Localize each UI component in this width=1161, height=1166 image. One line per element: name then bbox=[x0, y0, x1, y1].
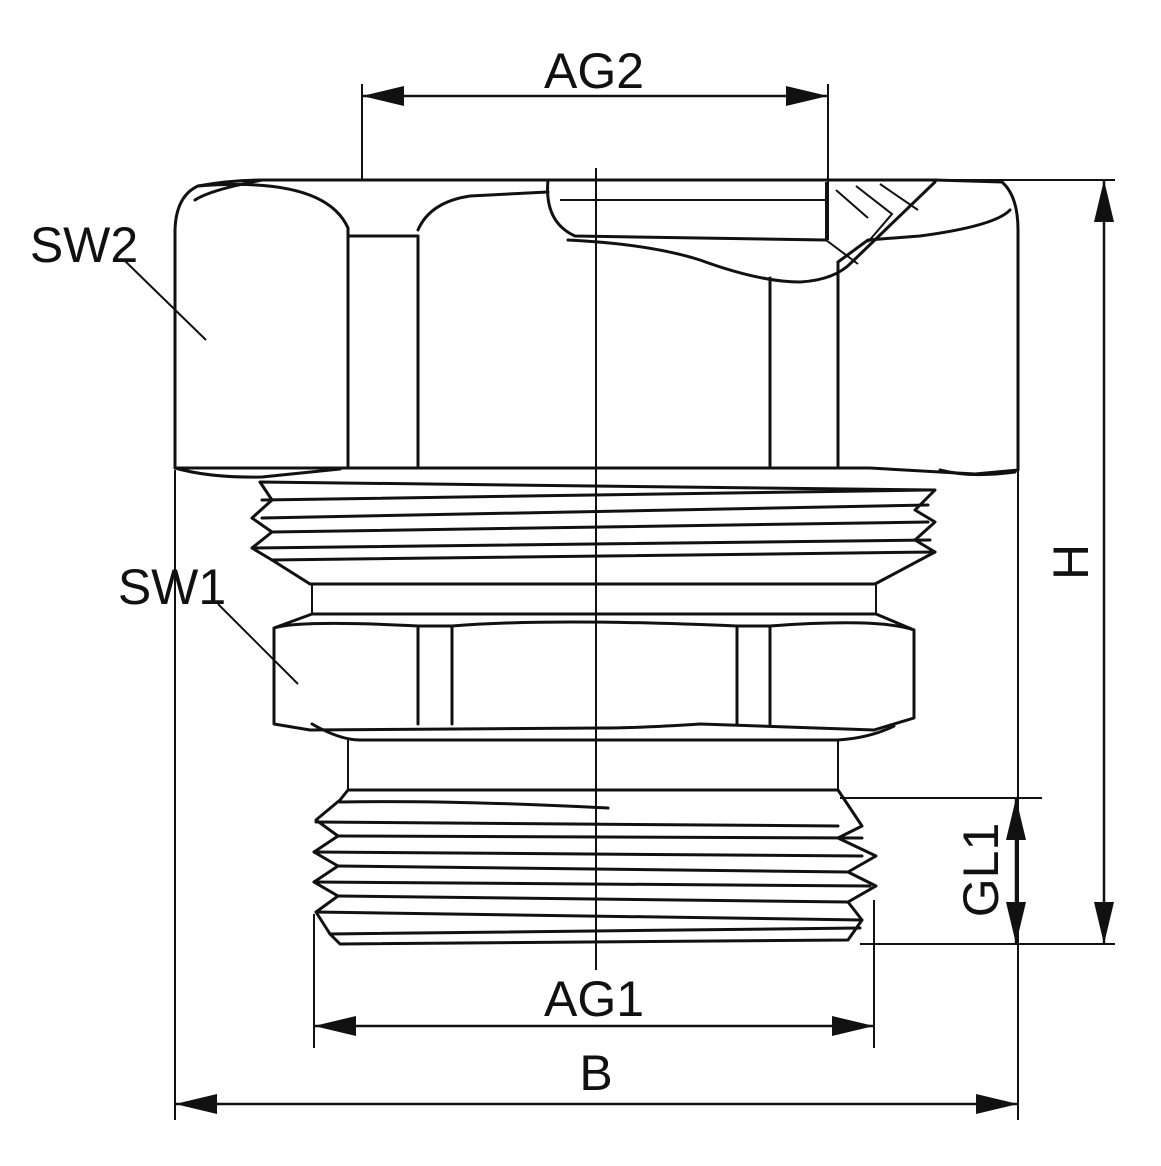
label-ag1: AG1 bbox=[544, 971, 644, 1027]
dimension-gl1: GL1 bbox=[840, 797, 1042, 944]
label-b: B bbox=[579, 1045, 612, 1101]
upper-hex-nut bbox=[173, 178, 1020, 479]
lower-thread bbox=[312, 788, 878, 946]
label-gl1: GL1 bbox=[953, 823, 1009, 918]
label-sw1: SW1 bbox=[118, 559, 226, 615]
label-ag2: AG2 bbox=[544, 43, 644, 99]
callout-sw1: SW1 bbox=[118, 559, 299, 685]
upper-thread bbox=[250, 480, 937, 614]
dimension-b: B bbox=[174, 470, 1019, 1120]
dimension-ag2: AG2 bbox=[361, 43, 829, 240]
callout-sw2: SW2 bbox=[30, 217, 207, 341]
lower-hex-nut bbox=[272, 612, 916, 790]
label-h: H bbox=[1043, 544, 1099, 580]
label-sw2: SW2 bbox=[30, 217, 138, 273]
dimension-ag1: AG1 bbox=[313, 900, 875, 1048]
dimension-h: H bbox=[860, 179, 1115, 945]
